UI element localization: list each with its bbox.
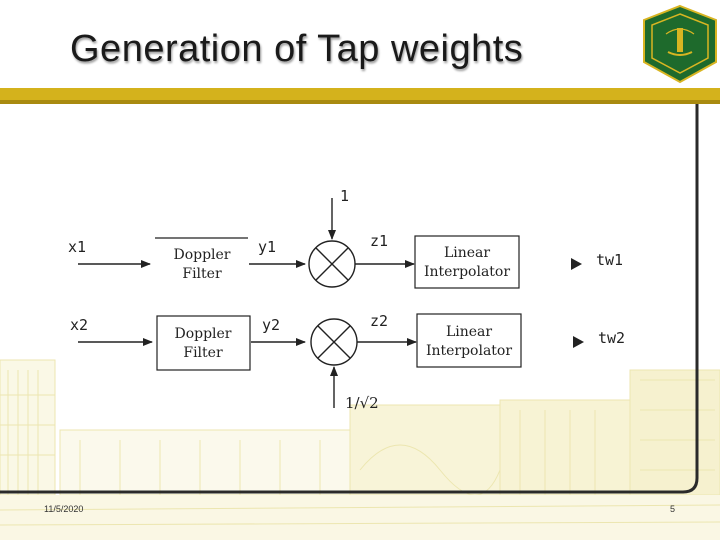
row2-multiplier-input-label: 1/√2 [345,394,379,412]
slide-title: Generation of Tap weights [70,28,524,70]
row1-output-label: tw1 [596,251,623,269]
row1-filter-label-line1: Doppler [173,247,230,263]
row2-filter-output-label: y2 [262,316,280,334]
row2-multiplier [310,318,358,366]
row1-multiplier [308,240,356,288]
slide-frame [0,104,699,494]
row2-linear-interpolator: Linear Interpolator [416,313,522,368]
row1-input-label: x1 [68,238,86,256]
background-building-sketch [0,359,720,540]
row2-interp-label-line1: Linear [446,324,492,340]
row2-output-label: tw2 [598,329,625,347]
row1-linear-interpolator: Linear Interpolator [414,235,520,289]
row1-filter-label-line2: Filter [182,266,222,282]
row2-multiplier-output-label: z2 [370,312,388,330]
row1-filter-output-label: y1 [258,238,276,256]
row1-multiplier-input-label: 1 [340,187,349,205]
university-logo-icon [643,4,717,84]
row1-interp-label-line2: Interpolator [424,264,510,280]
row2-output-arrowhead-icon [573,336,584,348]
slide-date: 11/5/2020 [44,504,84,514]
row2-input-label: x2 [70,316,88,334]
row2-filter-label-line1: Doppler [174,326,231,342]
row1-output-arrowhead-icon [571,258,582,270]
row1-doppler-filter: Doppler Filter [155,237,248,282]
row2-doppler-filter: Doppler Filter [156,315,251,371]
row1-interp-label-line1: Linear [444,245,490,261]
row2-interp-label-line2: Interpolator [426,343,512,359]
row1-multiplier-output-label: z1 [370,232,388,250]
row2-filter-label-line2: Filter [183,345,223,361]
slide-page-number: 5 [670,504,676,514]
